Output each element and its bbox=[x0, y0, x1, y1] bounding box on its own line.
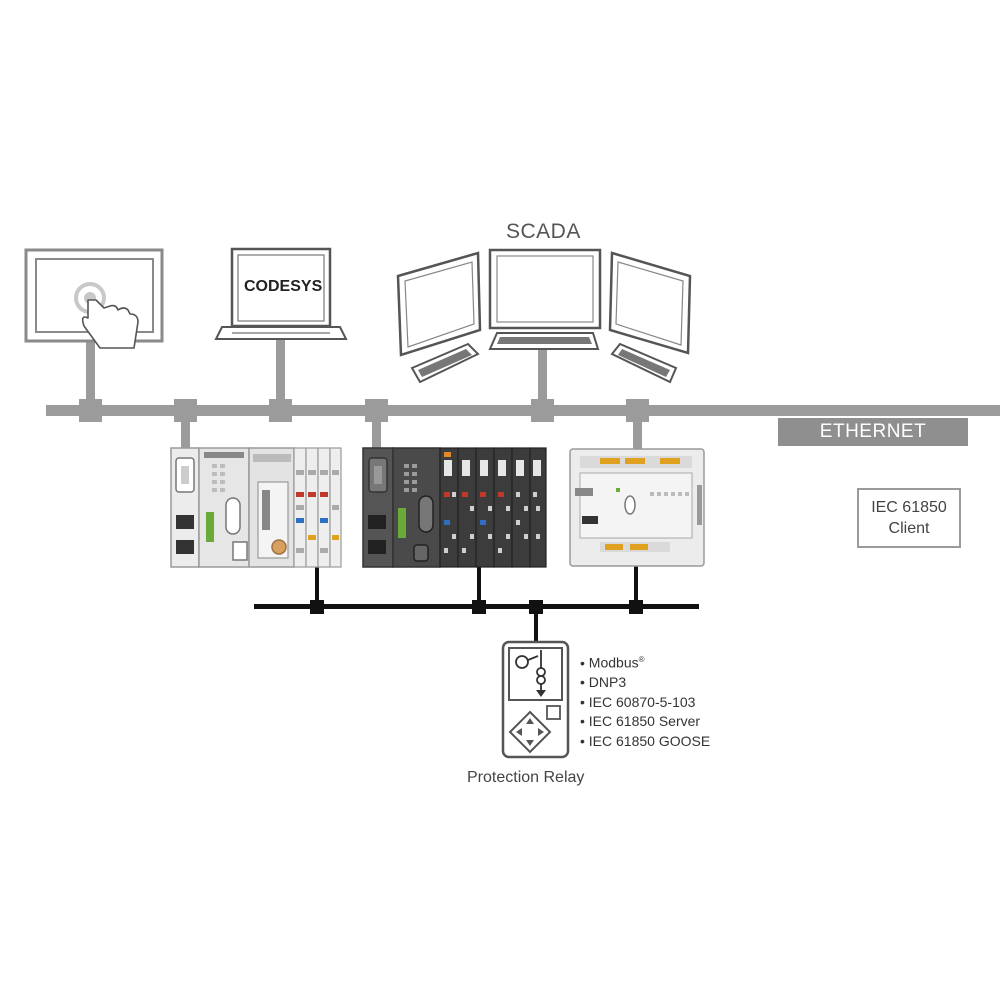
protection-relay-label: Protection Relay bbox=[467, 769, 585, 786]
codesys-screen-label: CODESYS bbox=[244, 278, 323, 295]
keyboard-center-icon bbox=[488, 332, 600, 350]
keyboard-left-icon bbox=[410, 342, 480, 384]
ethernet-label: ETHERNET bbox=[778, 418, 968, 446]
monitor-left-icon bbox=[396, 251, 482, 357]
protocol-item: IEC 60870-5-103 bbox=[580, 693, 710, 713]
iec61850-client-box: IEC 61850 Client bbox=[857, 488, 961, 548]
monitor-right-icon bbox=[608, 251, 692, 355]
protocol-item: IEC 61850 GOOSE bbox=[580, 732, 710, 752]
client-line-2: Client bbox=[888, 520, 930, 537]
controller-dark-icon bbox=[362, 447, 547, 568]
controller-light-icon bbox=[170, 447, 342, 568]
serial-bus bbox=[254, 566, 699, 644]
relay-protocol-list: Modbus® DNP3 IEC 60870-5-103 IEC 61850 S… bbox=[580, 650, 710, 751]
scada-title: SCADA bbox=[506, 220, 581, 243]
laptop-icon bbox=[214, 247, 348, 340]
controller-compact-icon bbox=[569, 448, 705, 567]
ethernet-bus bbox=[46, 338, 1000, 450]
protocol-item: Modbus® bbox=[580, 650, 710, 673]
protocol-item: DNP3 bbox=[580, 673, 710, 693]
protocol-item: IEC 61850 Server bbox=[580, 712, 710, 732]
protection-relay-icon bbox=[501, 640, 570, 759]
keyboard-right-icon bbox=[610, 342, 678, 384]
monitor-center-icon bbox=[488, 248, 602, 330]
client-line-1: IEC 61850 bbox=[871, 499, 947, 516]
touch-panel-icon bbox=[24, 248, 164, 349]
